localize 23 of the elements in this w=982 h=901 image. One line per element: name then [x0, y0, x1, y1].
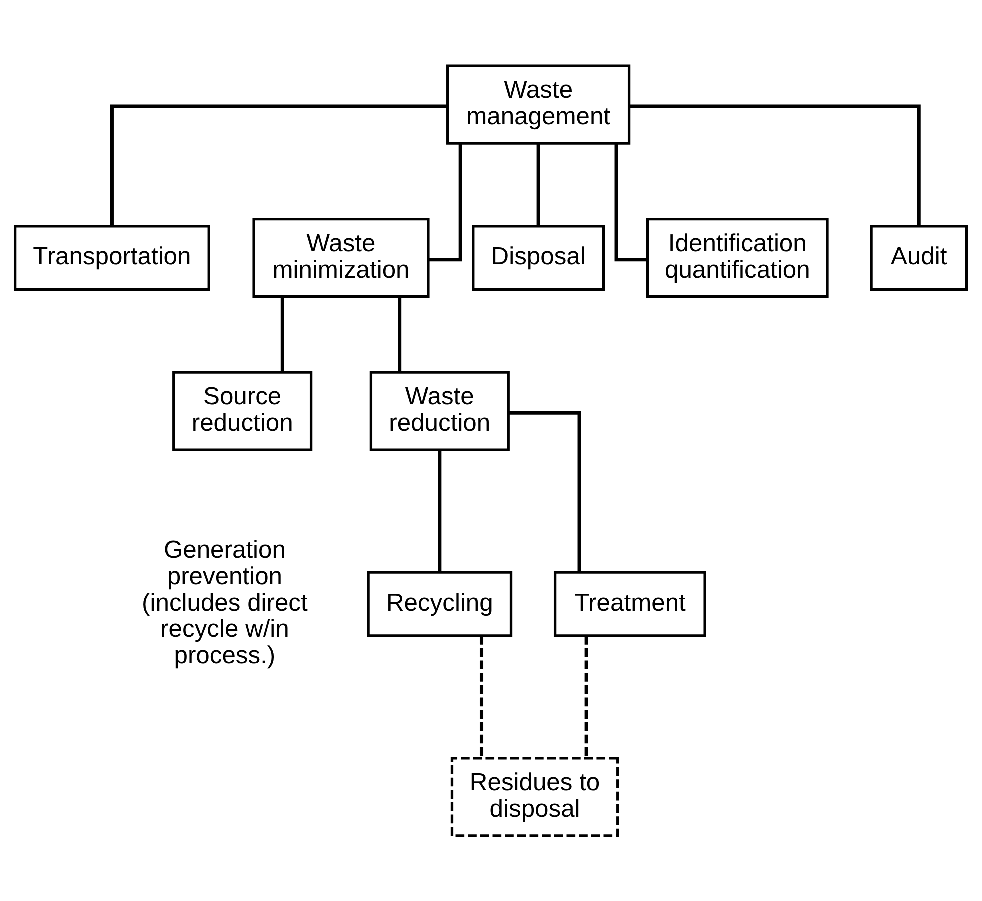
- node-box: Audit: [870, 224, 968, 291]
- node-label: Generation prevention (includes direct recycle w/in process.): [142, 536, 308, 670]
- node-box: Waste management: [446, 64, 631, 144]
- connector: [508, 410, 582, 572]
- connector: [584, 636, 588, 758]
- connector: [614, 143, 648, 262]
- node-box: Disposal: [472, 224, 606, 291]
- node-box: Transportation: [14, 224, 210, 291]
- connector: [280, 297, 284, 372]
- node-box: Treatment: [554, 570, 706, 637]
- connector: [110, 104, 448, 226]
- connector: [428, 143, 462, 262]
- node-box: Waste reduction: [370, 370, 510, 451]
- connector: [480, 636, 484, 758]
- node-box: Residues to disposal: [450, 756, 620, 837]
- connector: [438, 450, 442, 572]
- node-box: Recycling: [367, 570, 513, 637]
- node-box: Waste minimization: [252, 218, 430, 298]
- node-box: Source reduction: [172, 370, 313, 451]
- node-box: Identification quantification: [646, 218, 829, 298]
- connector: [536, 144, 540, 226]
- connector: [630, 104, 921, 226]
- connector: [398, 297, 402, 372]
